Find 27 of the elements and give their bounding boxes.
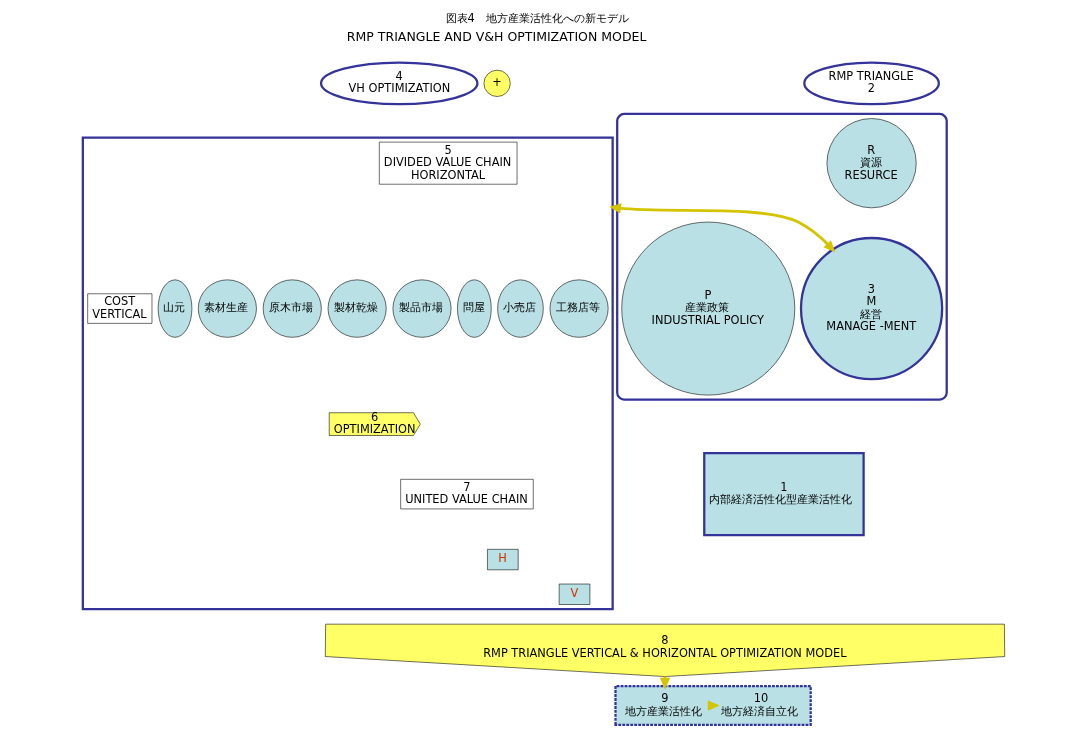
node-circle: + xyxy=(483,69,511,97)
node-circle: 素材生産 xyxy=(197,279,257,338)
node-ellipse: 小売店 xyxy=(496,279,544,338)
node-text: 9 地方産業活性化 xyxy=(624,691,702,718)
node-ellipse: 山元 xyxy=(157,279,192,338)
node-box: H xyxy=(486,549,518,571)
node-circle: 原木市場 xyxy=(262,279,322,338)
node-circle: R 資源 RESURCE xyxy=(826,118,917,209)
arrow xyxy=(608,203,835,253)
node-text: 10 地方経済自立化 xyxy=(720,691,798,718)
node-ellipse: 問屋 xyxy=(456,279,492,338)
node-circle: 3 M 経営 MANAGE -MENT xyxy=(799,236,943,381)
node-box: COST VERTICAL xyxy=(86,293,152,324)
label: RMP TRIANGLE AND V&H OPTIMIZATION MODEL xyxy=(346,29,646,45)
node-box: 7 UNITED VALUE CHAIN xyxy=(399,479,534,510)
node-box: V xyxy=(558,583,590,605)
diagram-title: 図表4 地方産業活性化への新モデル xyxy=(445,11,629,26)
cluster xyxy=(81,136,614,611)
node-circle: 製材乾燥 xyxy=(327,279,386,338)
node-box: 5 DIVIDED VALUE CHAIN HORIZONTAL xyxy=(378,141,517,185)
node-ellipse: RMP TRIANGLE 2 xyxy=(802,61,940,106)
node-circle: 工務店等 xyxy=(549,279,608,338)
node-box: 1 内部経済活性化型産業活性化 xyxy=(702,452,865,537)
node-circle: 製品市場 xyxy=(392,279,451,338)
cluster xyxy=(613,685,812,726)
node-ellipse: 4 VH OPTIMIZATION xyxy=(319,61,479,106)
node-circle: P 産業政策 INDUSTRIAL POLICY xyxy=(620,221,795,396)
